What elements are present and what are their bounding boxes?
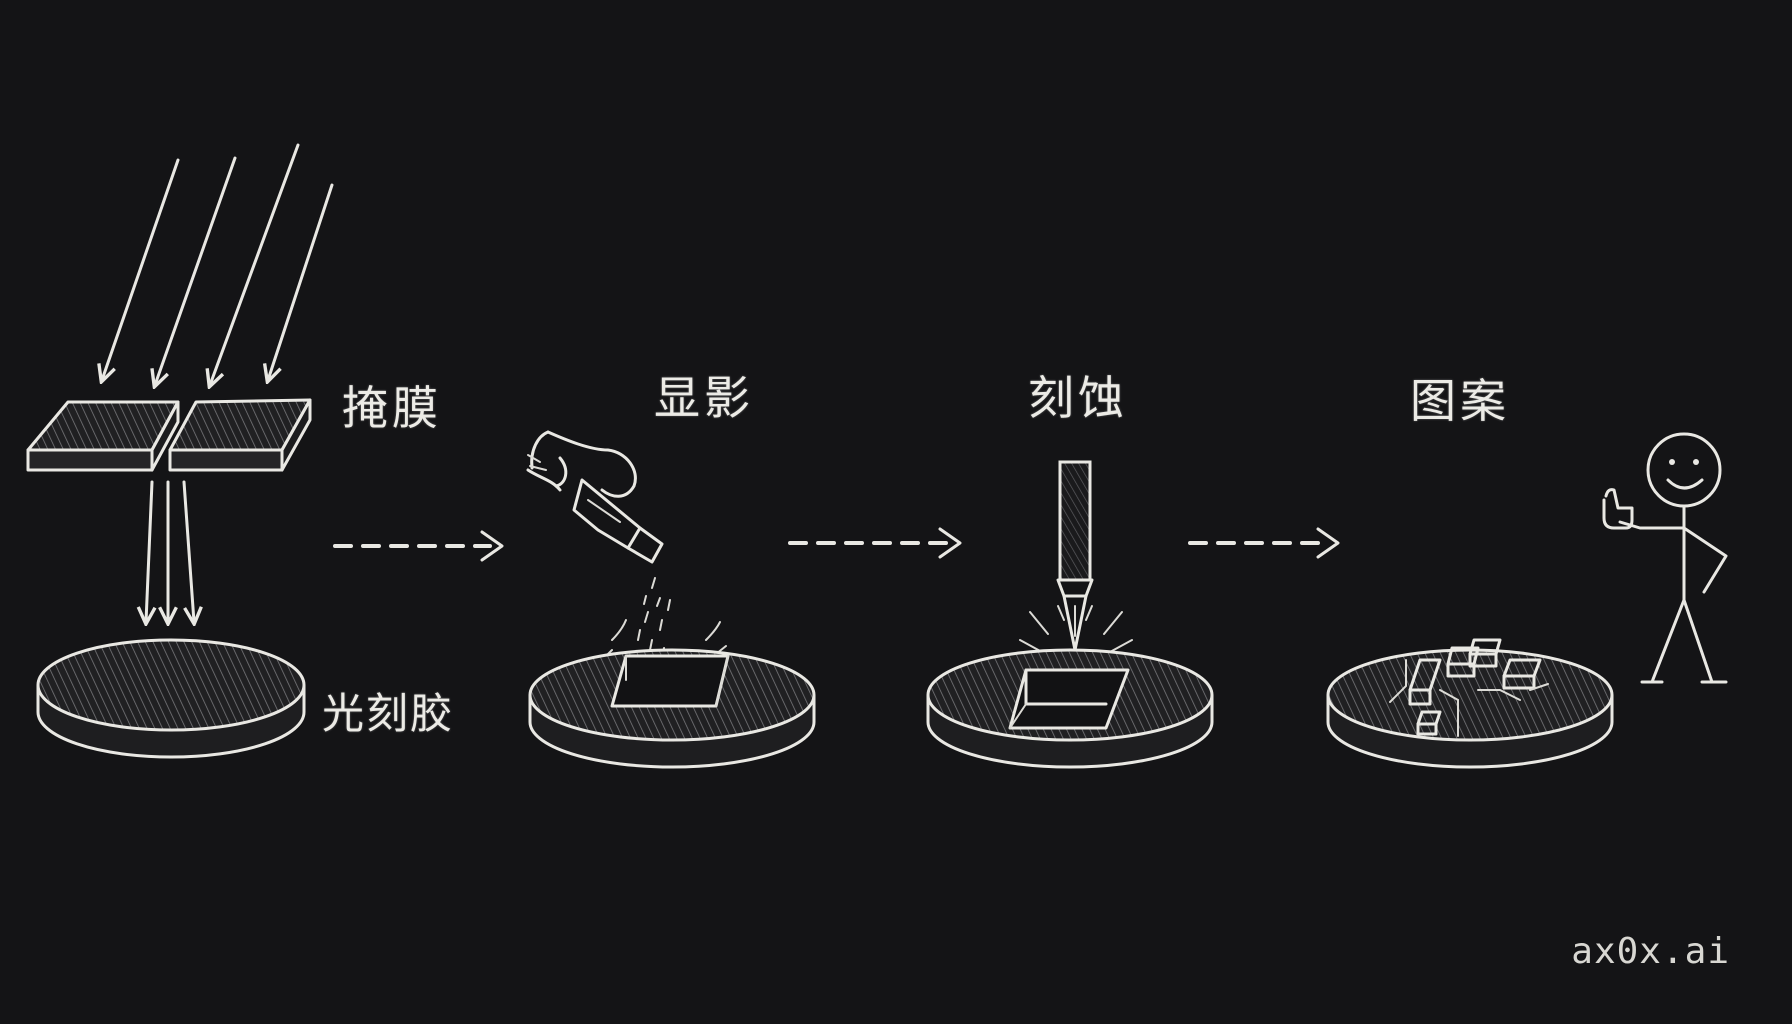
transmitted-light-rays <box>146 480 194 622</box>
light-ray-icon <box>102 158 180 380</box>
watermark: ax0x.ai <box>1571 931 1730 972</box>
light-ray-icon <box>268 183 334 380</box>
light-ray-icon <box>146 480 152 622</box>
photomask-icon <box>26 398 312 472</box>
step-label-develop: 显影 <box>654 371 754 425</box>
light-ray-icon <box>182 480 194 622</box>
developed-disc-icon <box>528 648 816 769</box>
stick-figure-icon <box>1602 432 1728 684</box>
photoresist-disc-icon <box>36 638 306 759</box>
step-label-mask: 掩膜 <box>342 381 442 435</box>
incoming-light-rays <box>102 143 334 385</box>
pouring-hand-icon <box>526 430 637 498</box>
arrowhead-icon <box>938 527 962 559</box>
light-ray-icon <box>210 143 300 385</box>
arrowhead-icon <box>1316 527 1340 559</box>
patterned-disc-icon <box>1326 638 1614 769</box>
etched-disc-icon <box>926 648 1214 769</box>
step-label-pattern: 图案 <box>1410 374 1510 428</box>
resist-label: 光刻胶 <box>322 689 455 738</box>
developer-bottle-icon <box>572 478 664 564</box>
light-ray-icon <box>155 156 237 385</box>
etching-tool-icon <box>1056 460 1094 652</box>
step-label-etch: 刻蚀 <box>1028 371 1128 425</box>
arrowhead-icon <box>480 530 504 562</box>
